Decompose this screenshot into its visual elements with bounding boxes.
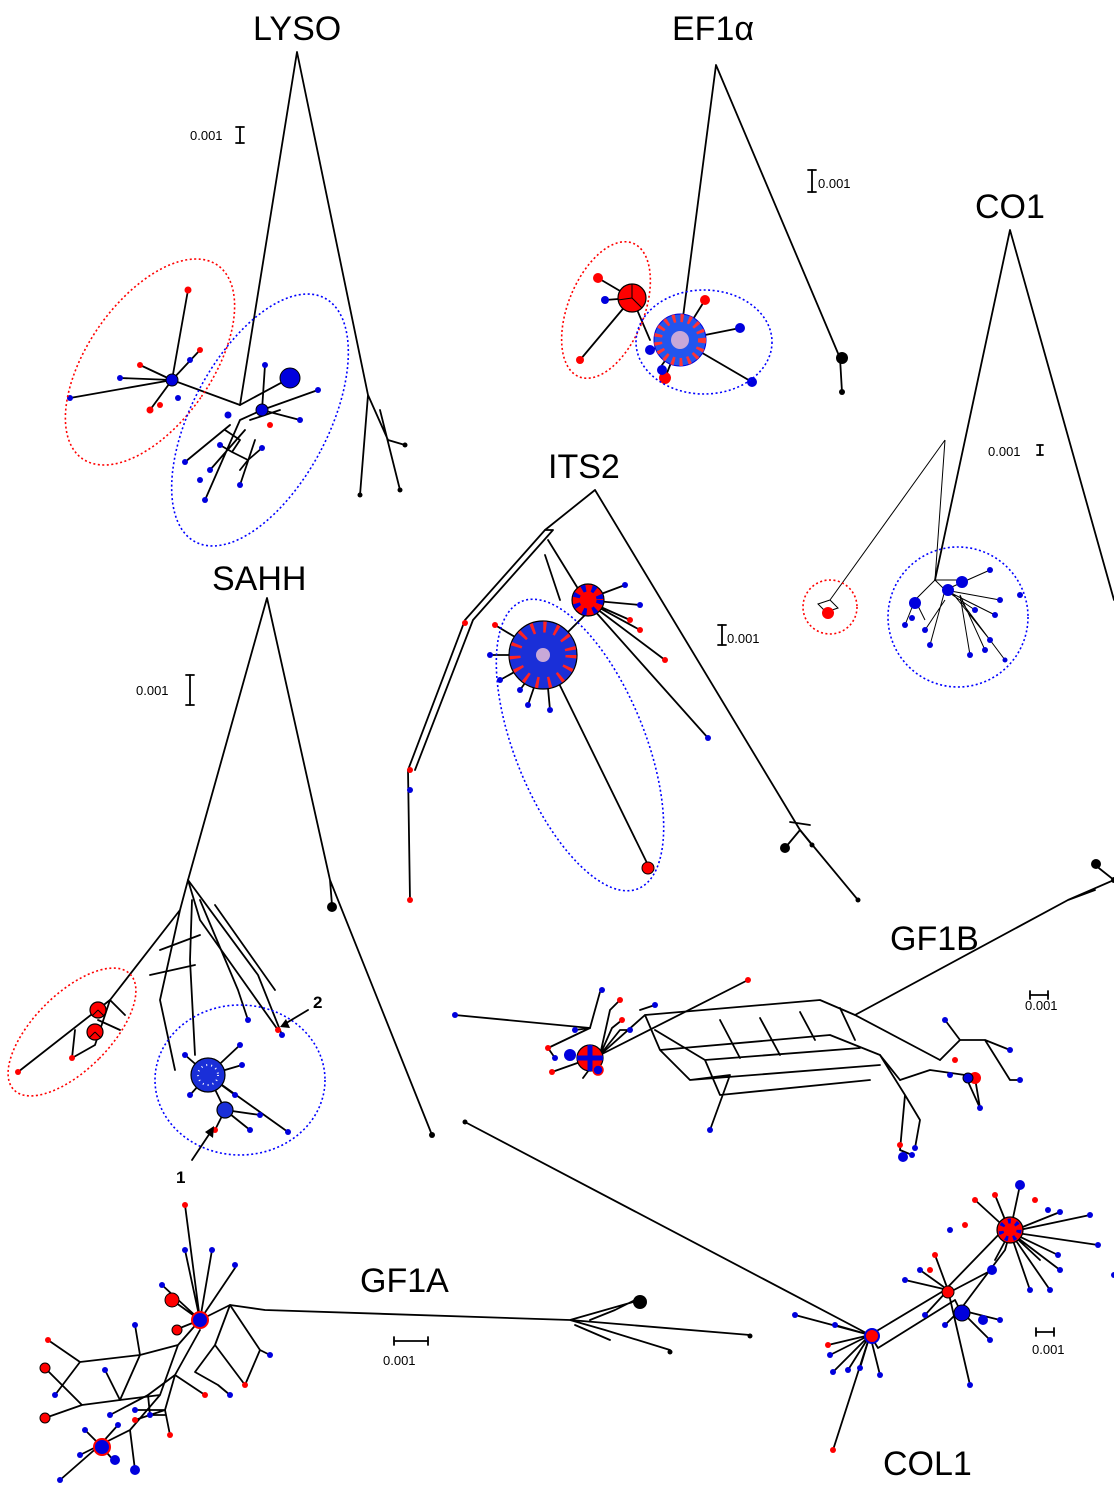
arrow-1: 1 bbox=[176, 1126, 214, 1187]
arrow-label: 1 bbox=[176, 1168, 185, 1187]
scale-bar bbox=[185, 674, 195, 706]
tree-edges bbox=[454, 864, 1114, 1156]
red-group-outline bbox=[64, 258, 236, 466]
network-title: COL1 bbox=[883, 1445, 972, 1483]
network-sahh: SAHH 0.001 bbox=[7, 560, 435, 1187]
tree-edges bbox=[17, 597, 433, 1136]
scale-label: 0.001 bbox=[818, 176, 851, 191]
blue-group-outline bbox=[154, 1004, 326, 1156]
tree-edges bbox=[579, 64, 843, 393]
red-group-outline bbox=[7, 967, 137, 1097]
red-group-outline bbox=[560, 240, 652, 380]
network-ef1a: EF1α 0.001 bbox=[560, 10, 851, 395]
scale-bar bbox=[1036, 444, 1044, 456]
network-co1: CO1 0.001 bbox=[802, 188, 1114, 688]
blue-group-outline bbox=[170, 293, 350, 547]
tree-edges bbox=[464, 1121, 1099, 1451]
network-its2: ITS2 0.001 bbox=[407, 448, 861, 903]
scale-bar bbox=[235, 126, 245, 144]
tip-nodes bbox=[39, 1202, 753, 1483]
network-title: GF1A bbox=[360, 1262, 449, 1300]
scale-label: 0.001 bbox=[383, 1353, 416, 1368]
tree-edges bbox=[407, 489, 859, 901]
network-gf1a: GF1A 0.001 bbox=[39, 1202, 753, 1483]
tip-nodes bbox=[452, 859, 1114, 1162]
network-title: SAHH bbox=[212, 560, 306, 598]
tree-edges bbox=[44, 1204, 751, 1481]
arrow-label: 2 bbox=[313, 993, 322, 1012]
network-title: GF1B bbox=[890, 920, 979, 958]
network-title: ITS2 bbox=[548, 448, 620, 486]
scale-bar bbox=[393, 1336, 429, 1346]
scale-label: 0.001 bbox=[727, 631, 760, 646]
tip-nodes bbox=[576, 273, 848, 395]
blue-group-outline bbox=[495, 598, 665, 892]
scale-label: 0.001 bbox=[190, 128, 223, 143]
network-gf1b: GF1B 0.001 bbox=[452, 859, 1114, 1162]
network-title: EF1α bbox=[672, 10, 754, 48]
red-group-outline bbox=[802, 579, 858, 635]
scale-label: 0.001 bbox=[1025, 998, 1058, 1013]
scale-label: 0.001 bbox=[136, 683, 169, 698]
tip-nodes bbox=[67, 286, 408, 503]
network-title: CO1 bbox=[975, 188, 1045, 226]
scale-label: 0.001 bbox=[1032, 1342, 1065, 1357]
scale-bar bbox=[1029, 990, 1049, 1000]
scale-bar bbox=[807, 169, 817, 193]
tip-nodes bbox=[462, 1119, 1114, 1453]
tree-edges-thin bbox=[817, 439, 1006, 661]
tip-nodes bbox=[407, 582, 861, 903]
scale-bar bbox=[1035, 1327, 1055, 1337]
tree-edges bbox=[69, 51, 406, 501]
arrow-2: 2 bbox=[280, 993, 322, 1028]
tree-edges bbox=[934, 229, 1114, 601]
scale-bar bbox=[717, 624, 727, 646]
scale-label: 0.001 bbox=[988, 444, 1021, 459]
network-title: LYSO bbox=[253, 10, 341, 48]
blue-group-outline bbox=[635, 289, 773, 395]
tip-nodes bbox=[822, 567, 1023, 663]
network-lyso: LYSO 0.001 bbox=[64, 10, 408, 547]
network-col1: COL1 0.001 bbox=[462, 1119, 1114, 1483]
blue-group-outline bbox=[887, 546, 1029, 688]
tip-nodes bbox=[15, 902, 435, 1138]
